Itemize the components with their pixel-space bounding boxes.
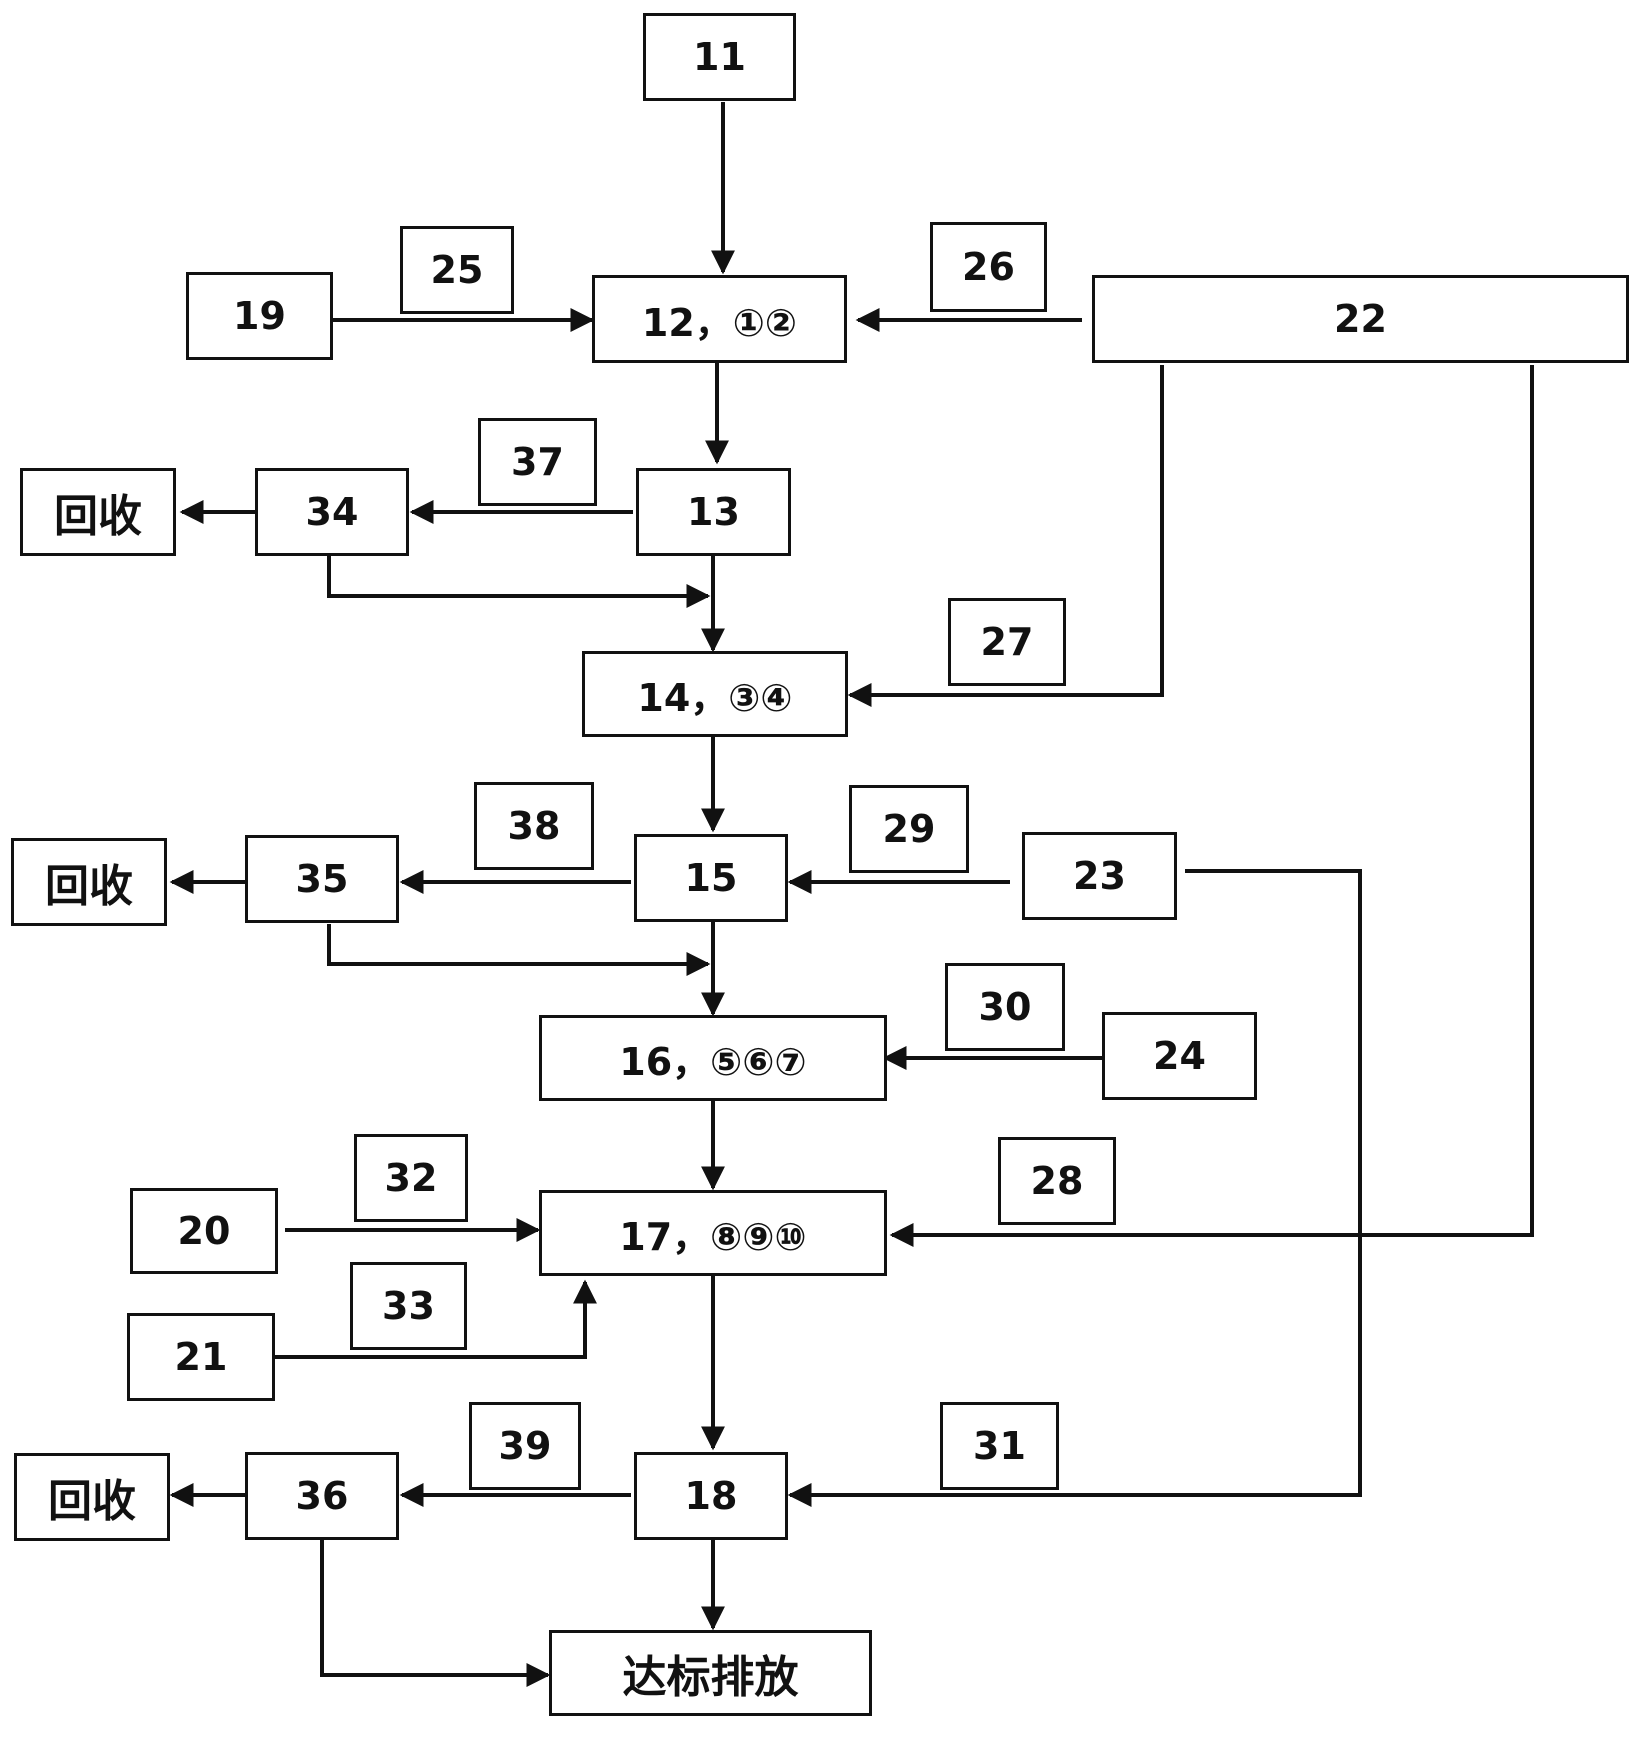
node-17: 17，⑧⑨⑩ [539, 1190, 887, 1276]
node-20: 20 [130, 1188, 278, 1274]
edge-34-14 [327, 556, 711, 608]
node-16: 16，⑤⑥⑦ [539, 1015, 887, 1101]
edge-22-17 [889, 365, 1534, 1247]
node-23: 23 [1022, 832, 1177, 920]
node-37: 37 [478, 418, 597, 506]
node-22: 22 [1092, 275, 1629, 363]
node-21: 21 [127, 1313, 275, 1401]
node-28: 28 [998, 1137, 1116, 1225]
node-34: 34 [255, 468, 409, 556]
node-discharge: 达标排放 [549, 1630, 872, 1716]
node-11: 11 [643, 13, 796, 101]
node-13: 13 [636, 468, 791, 556]
node-30: 30 [945, 963, 1065, 1051]
edge-23-18 [787, 869, 1362, 1507]
node-recover-2: 回收 [11, 838, 167, 926]
node-15: 15 [634, 834, 788, 922]
node-38: 38 [474, 782, 594, 870]
node-19: 19 [186, 272, 333, 360]
node-recover-1: 回收 [20, 468, 176, 556]
node-29: 29 [849, 785, 969, 873]
node-31: 31 [940, 1402, 1059, 1490]
node-27: 27 [948, 598, 1066, 686]
node-36: 36 [245, 1452, 399, 1540]
node-12: 12，①② [592, 275, 847, 363]
edge-36-discharge [320, 1540, 551, 1687]
node-24: 24 [1102, 1012, 1257, 1100]
node-35: 35 [245, 835, 399, 923]
node-32: 32 [354, 1134, 468, 1222]
edge-22-14 [847, 365, 1164, 707]
node-33: 33 [350, 1262, 467, 1350]
edge-21-17 [273, 1279, 597, 1359]
node-25: 25 [400, 226, 514, 314]
node-18: 18 [634, 1452, 788, 1540]
edge-35-16 [327, 924, 711, 976]
node-26: 26 [930, 222, 1047, 312]
node-recover-3: 回收 [14, 1453, 170, 1541]
node-39: 39 [469, 1402, 581, 1490]
node-14: 14，③④ [582, 651, 848, 737]
